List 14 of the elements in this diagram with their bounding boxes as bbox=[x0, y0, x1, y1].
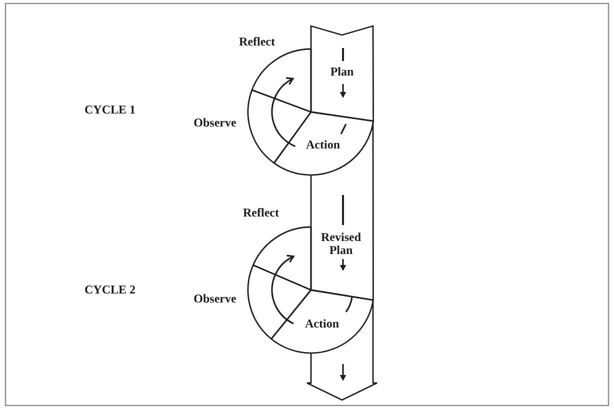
stage-label: Reflect bbox=[243, 206, 279, 220]
stage-label: Plan bbox=[330, 66, 354, 78]
curved-arrow bbox=[271, 78, 294, 123]
stage-label: Observe bbox=[194, 116, 236, 130]
curved-line bbox=[272, 122, 296, 148]
curved-line bbox=[272, 298, 294, 324]
stage-label: Revised Plan bbox=[320, 230, 362, 256]
stage-label: Action bbox=[306, 138, 340, 152]
stage-label: Reflect bbox=[239, 36, 275, 48]
cycle-label: CYCLE 2 bbox=[84, 284, 136, 296]
curved-arrow bbox=[271, 255, 294, 299]
cycle-label: CYCLE 1 bbox=[84, 104, 136, 116]
stage-label: Action bbox=[305, 318, 339, 330]
stage-label: Observe bbox=[194, 292, 236, 306]
